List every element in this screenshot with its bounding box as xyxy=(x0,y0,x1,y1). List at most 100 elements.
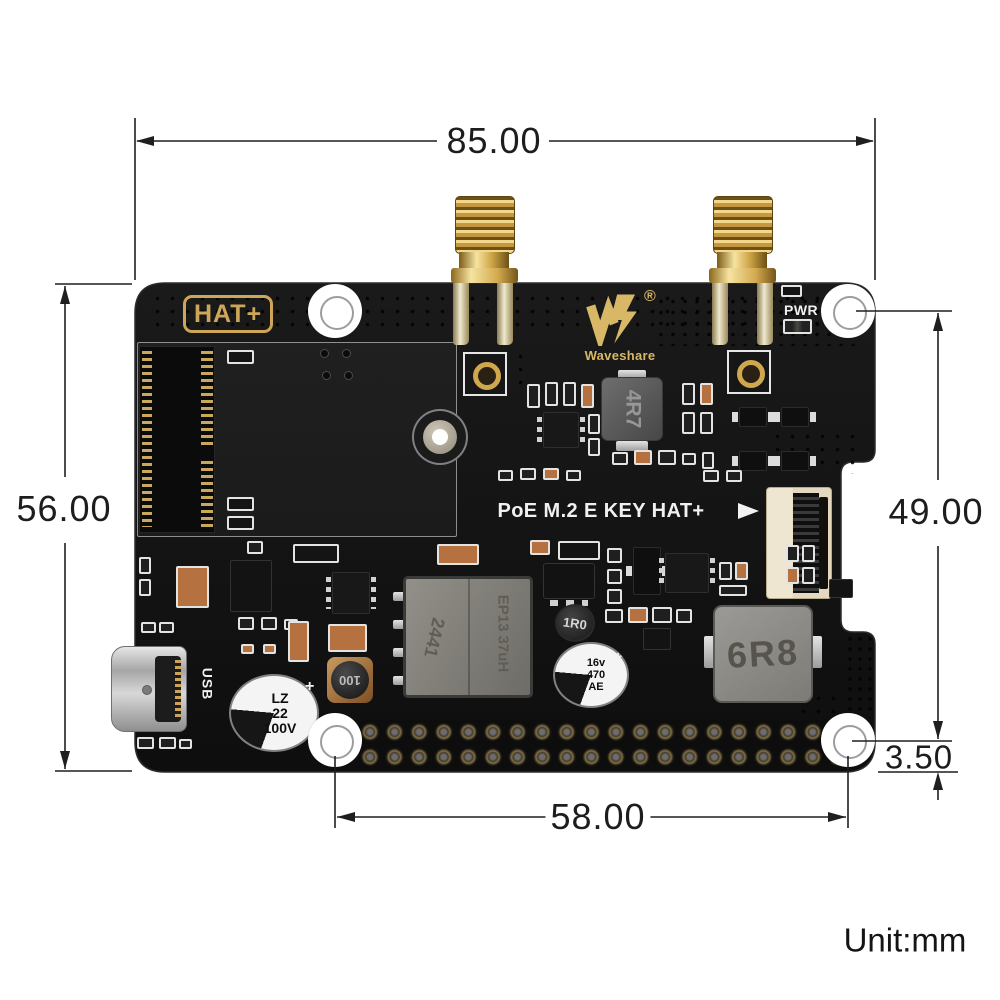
smd-component xyxy=(682,383,695,405)
ic-soic8 xyxy=(537,412,585,448)
transformer-seam xyxy=(468,579,470,695)
smd-component xyxy=(588,438,600,456)
pcb-board xyxy=(134,282,876,773)
m2-connector-pins-right-b xyxy=(201,461,213,529)
ffc-connector xyxy=(766,487,832,599)
smd-component xyxy=(328,624,367,652)
sot363-ic xyxy=(626,547,668,595)
smd-component xyxy=(781,285,802,297)
smd-component xyxy=(735,562,748,580)
smd-component xyxy=(786,545,799,562)
cap-marking: 470 xyxy=(586,669,606,681)
smd-component xyxy=(137,737,154,749)
mounting-hole-top-right xyxy=(821,284,875,338)
smd-component xyxy=(658,450,676,465)
smd-component xyxy=(293,544,339,563)
mounting-hole-bottom-left xyxy=(308,713,362,767)
sma-antenna-connector-left xyxy=(455,196,515,254)
ufl-center xyxy=(473,362,501,390)
solder-tab xyxy=(704,636,715,668)
cap-marking: 22 xyxy=(272,704,288,721)
bulk-capacitor: LZ 22 100V xyxy=(229,674,319,752)
smd-component xyxy=(719,562,732,580)
smd-component xyxy=(159,622,174,633)
qfn-ic xyxy=(230,560,272,612)
transformer-lot: 2441 xyxy=(420,615,449,660)
smd-component xyxy=(719,585,747,596)
smd-component xyxy=(634,450,652,465)
smd-component xyxy=(607,569,622,584)
pcb-via-hole xyxy=(342,349,351,358)
transformer-pin xyxy=(393,648,405,657)
pcb-via-hole xyxy=(320,349,329,358)
ufl-connector-right xyxy=(727,350,771,394)
smd-component xyxy=(498,470,513,481)
smd-component xyxy=(652,607,672,623)
smd-component xyxy=(607,589,622,604)
sma-flange-left xyxy=(451,268,518,283)
pcb-via-hole xyxy=(344,371,353,380)
inductor-1r0-marking: 1R0 xyxy=(562,613,588,633)
smd-component xyxy=(682,453,696,465)
smd-ic xyxy=(829,579,853,598)
smd-ic xyxy=(643,628,671,650)
inductor-4r7: 4R7 xyxy=(601,377,663,441)
smd-component xyxy=(238,617,254,630)
sma-leg xyxy=(453,283,469,345)
inductor-1r0: 1R0 xyxy=(555,604,595,642)
smd-component xyxy=(543,468,559,480)
m2-connector-pins-left xyxy=(142,351,152,527)
sma-barrel-right xyxy=(717,252,767,270)
hole-bore xyxy=(320,296,354,330)
hole-bore xyxy=(833,725,867,759)
usb-label: USB xyxy=(199,667,216,701)
ufl-connector-left xyxy=(463,352,507,396)
smd-component xyxy=(227,516,254,530)
m2-standoff-hole xyxy=(432,429,448,445)
hole-bore xyxy=(320,725,354,759)
sma-barrel-left xyxy=(459,252,509,270)
hole-bore xyxy=(833,296,867,330)
smd-component xyxy=(566,470,581,481)
smd-component xyxy=(437,544,479,565)
smd-component xyxy=(588,414,600,434)
sot23-transistor xyxy=(774,451,816,471)
mounting-hole-top-left xyxy=(308,284,362,338)
smd-component xyxy=(263,644,276,654)
tantalum-capacitor xyxy=(176,566,209,608)
inductor-100-marking: 100 xyxy=(339,672,361,688)
inductor-100-coil: 100 xyxy=(331,661,369,699)
pcb-via-hole xyxy=(322,371,331,380)
solder-tab xyxy=(616,441,648,451)
dimension-label-hole-span-v: 49.00 xyxy=(883,494,989,530)
sma-leg xyxy=(497,283,513,345)
cap-marking: 16v xyxy=(586,657,606,669)
output-capacitor: 16v 470 AE xyxy=(553,642,629,708)
polarity-plus-mark: + xyxy=(305,678,315,695)
transformer-pin xyxy=(393,676,405,685)
smd-component xyxy=(247,541,263,554)
smd-component xyxy=(530,540,550,555)
pointer-triangle-icon xyxy=(738,503,759,519)
smd-component xyxy=(227,350,254,364)
inductor-100: 100 xyxy=(327,657,373,703)
sma-flange-right xyxy=(709,268,776,283)
usb-c-screw xyxy=(142,685,152,695)
inductor-6r8-marking: 6R8 xyxy=(725,631,801,676)
cap-marking: AE xyxy=(588,681,604,693)
m2-connector-pins-right-a xyxy=(201,351,213,447)
smd-component xyxy=(702,452,714,469)
transformer-pin xyxy=(393,620,405,629)
gpio-header xyxy=(358,720,850,770)
pwr-led xyxy=(783,319,812,334)
smd-component xyxy=(682,412,695,434)
smd-component xyxy=(139,579,151,596)
smd-component xyxy=(141,622,156,633)
mounting-hole-bottom-right xyxy=(821,713,875,767)
smd-component xyxy=(628,607,648,623)
smd-component xyxy=(581,384,594,408)
hat-plus-badge: HAT+ xyxy=(183,295,273,333)
smd-component xyxy=(802,545,815,562)
